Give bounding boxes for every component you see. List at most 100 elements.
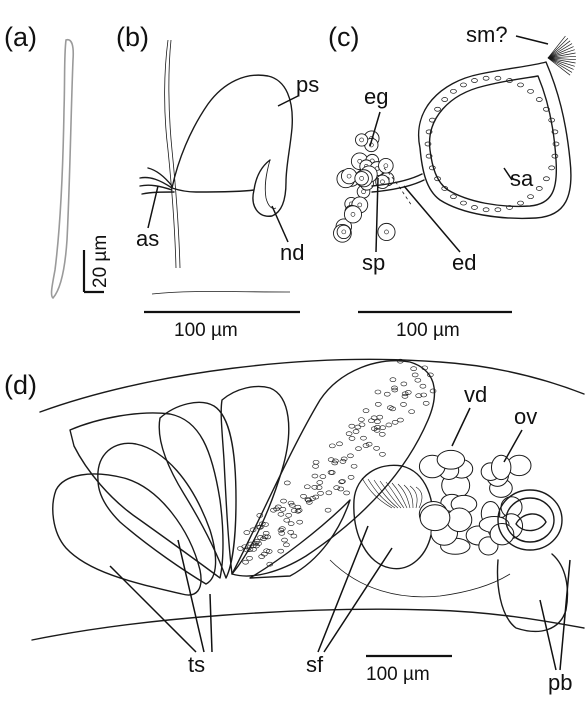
accessory-spine-3 [142,192,174,194]
ovary-follicle [437,450,464,469]
vesicle-cell [317,480,323,484]
label-pb: pb [548,670,572,695]
vesicle-cell [291,534,297,538]
sac-cell [483,208,489,212]
egg-gland-cell [344,206,361,223]
sac-wall-cells [425,76,559,211]
egg-gland-cell [341,168,356,183]
egg-gland-cell [355,172,369,186]
vesicle-cell [375,402,381,406]
vesicle-cell [325,508,331,512]
label-ps: ps [296,72,319,97]
vesicle-cell [297,520,303,524]
sac-cell [450,195,456,199]
vesicle-cell [340,459,346,463]
tuft-fiber [548,36,565,58]
leader-sm [516,36,548,44]
panel-d-tag: (d) [4,370,37,400]
sf-striation [410,486,417,508]
vesicle-cell [284,481,290,485]
leader-ts-1 [110,566,196,652]
vesicle-cell [368,419,374,423]
sf-striation [362,478,392,508]
vesicle-cell [284,518,290,522]
leader-pb-1 [540,600,556,670]
ovary-follicle [491,455,510,479]
vesicle-cell [316,486,322,490]
vesicle-cell [409,410,415,414]
vesicle-cell [263,523,269,527]
testis-lobe-3 [70,413,223,578]
sac-cell [429,166,435,170]
label-nd: nd [280,240,304,265]
label-eg: eg [364,84,388,109]
vesicle-cell [243,560,249,564]
testis-lobe-1 [53,474,201,595]
vesicle-cell [244,531,250,535]
vesicle-cell [278,512,284,516]
label-as: as [136,226,159,251]
vesicle-cell [348,475,354,479]
vesicle-cell [320,475,326,479]
vesicle-cell [313,464,319,468]
vesicle-cell [358,418,364,422]
panel-b: (b) ps as nd 100 µm [116,22,319,341]
vesicle-cell [286,513,292,517]
vesicle-cell [379,452,385,456]
vesicle-cell [337,442,343,446]
label-ov: ov [514,404,537,429]
sac-cell [536,186,542,190]
panel-c-tag: (c) [328,22,359,52]
accessory-spine-4 [148,168,172,186]
vesicle-cell [329,444,335,448]
label-ed: ed [452,250,476,275]
egg-gland-cluster [333,131,395,242]
vesicle-cell [420,384,426,388]
vesicle-cell [363,409,369,413]
vesicle-cell [326,491,332,495]
vesicle-cell [288,522,294,526]
vesicle-cell [374,420,380,424]
sf-striation [386,482,404,508]
vesicle-cell [318,491,324,495]
leader-sp [376,178,378,252]
sac-cell [471,205,477,209]
vesicle-cell [347,454,353,458]
panel-d: (d) vd ov ts sf pb [4,359,584,695]
vesicle-cell [341,457,347,461]
sac-cell [528,89,534,93]
vesicle-cell [374,446,380,450]
vesicle-cell [411,367,417,371]
vesicle-cell [423,401,429,405]
vesicle-cell [401,382,407,386]
egg-gland-cell [337,225,350,238]
panel-a-tag: (a) [4,22,37,52]
vesicle-cell [379,432,385,436]
vesicle-cell [300,494,306,498]
egg-gland-cell [379,158,394,173]
sac-cell [435,107,441,111]
testis-lobe-4 [159,402,236,578]
vesicle-cell [281,499,287,503]
sac-cell [518,201,524,205]
vesicle-cell [346,432,352,436]
sac-cell [552,154,558,158]
accessory-spine-2 [140,185,172,190]
leader-ps [278,96,298,106]
ovary-follicle [447,508,472,532]
scale-label-a: 20 µm [90,235,111,288]
ovary-follicle [420,505,450,531]
nozzle-inner [265,160,276,209]
vesicle-cell [384,392,390,396]
vesicle-cell [390,378,396,382]
label-sp: sp [362,250,385,275]
penis-sac-outline [172,75,292,216]
panel-b-tag: (b) [116,22,149,52]
body-ventral-edge [32,609,584,640]
vesicle-cell [295,509,301,513]
sac-cell [518,83,524,87]
sf-striation [380,481,401,508]
vesicle-cell [375,390,381,394]
vesicle-cell [401,402,407,406]
